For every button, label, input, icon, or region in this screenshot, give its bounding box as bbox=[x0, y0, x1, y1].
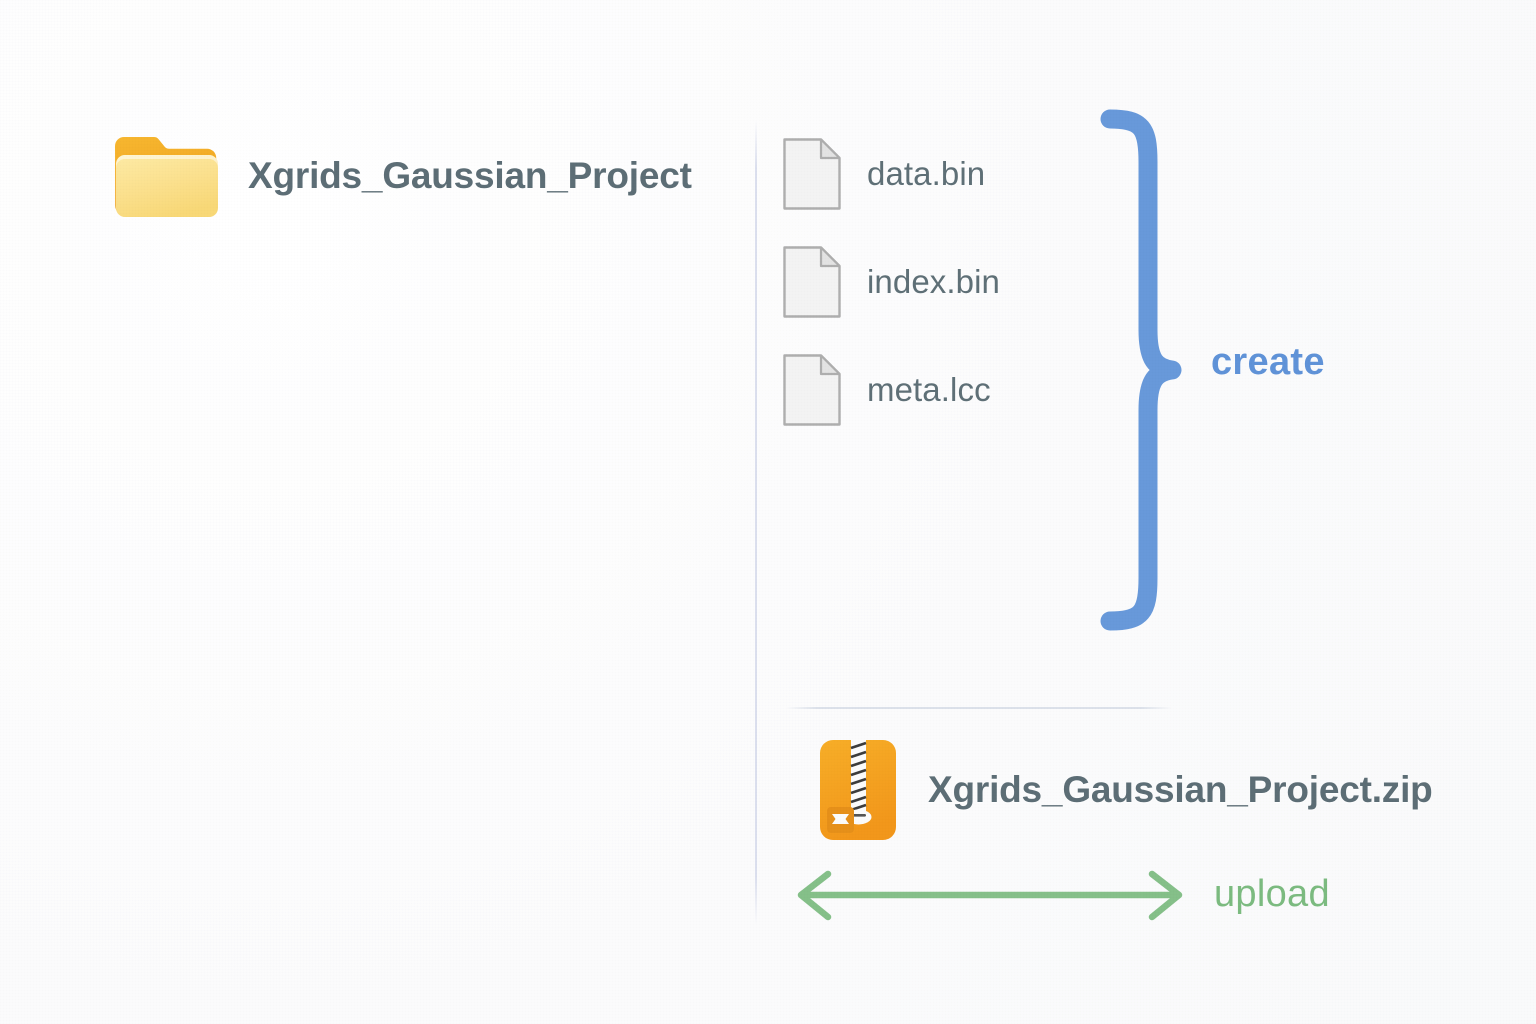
folder-icon bbox=[110, 130, 222, 222]
source-folder-item[interactable]: Xgrids_Gaussian_Project bbox=[110, 130, 692, 222]
zip-file-icon bbox=[818, 738, 898, 842]
create-annotation-label: create bbox=[1211, 341, 1325, 383]
upload-annotation: upload bbox=[790, 862, 1330, 926]
list-item-label: data.bin bbox=[867, 155, 986, 192]
folder-contents-list: data.bin index.bin meta.lcc bbox=[783, 138, 1000, 426]
double-headed-arrow-icon bbox=[790, 862, 1190, 926]
document-icon bbox=[783, 354, 841, 426]
archive-file-item[interactable]: Xgrids_Gaussian_Project.zip bbox=[818, 738, 1433, 842]
upload-annotation-label: upload bbox=[1214, 872, 1330, 915]
list-item-label: index.bin bbox=[867, 263, 1000, 300]
archive-file-label: Xgrids_Gaussian_Project.zip bbox=[928, 769, 1433, 810]
list-item[interactable]: index.bin bbox=[783, 246, 1000, 318]
source-folder-label: Xgrids_Gaussian_Project bbox=[248, 155, 692, 196]
list-item[interactable]: meta.lcc bbox=[783, 354, 1000, 426]
curly-brace-right-icon bbox=[1096, 108, 1188, 632]
vertical-divider bbox=[755, 120, 757, 925]
list-item-label: meta.lcc bbox=[867, 371, 991, 408]
document-icon bbox=[783, 246, 841, 318]
horizontal-divider bbox=[786, 707, 1172, 709]
document-icon bbox=[783, 138, 841, 210]
list-item[interactable]: data.bin bbox=[783, 138, 1000, 210]
